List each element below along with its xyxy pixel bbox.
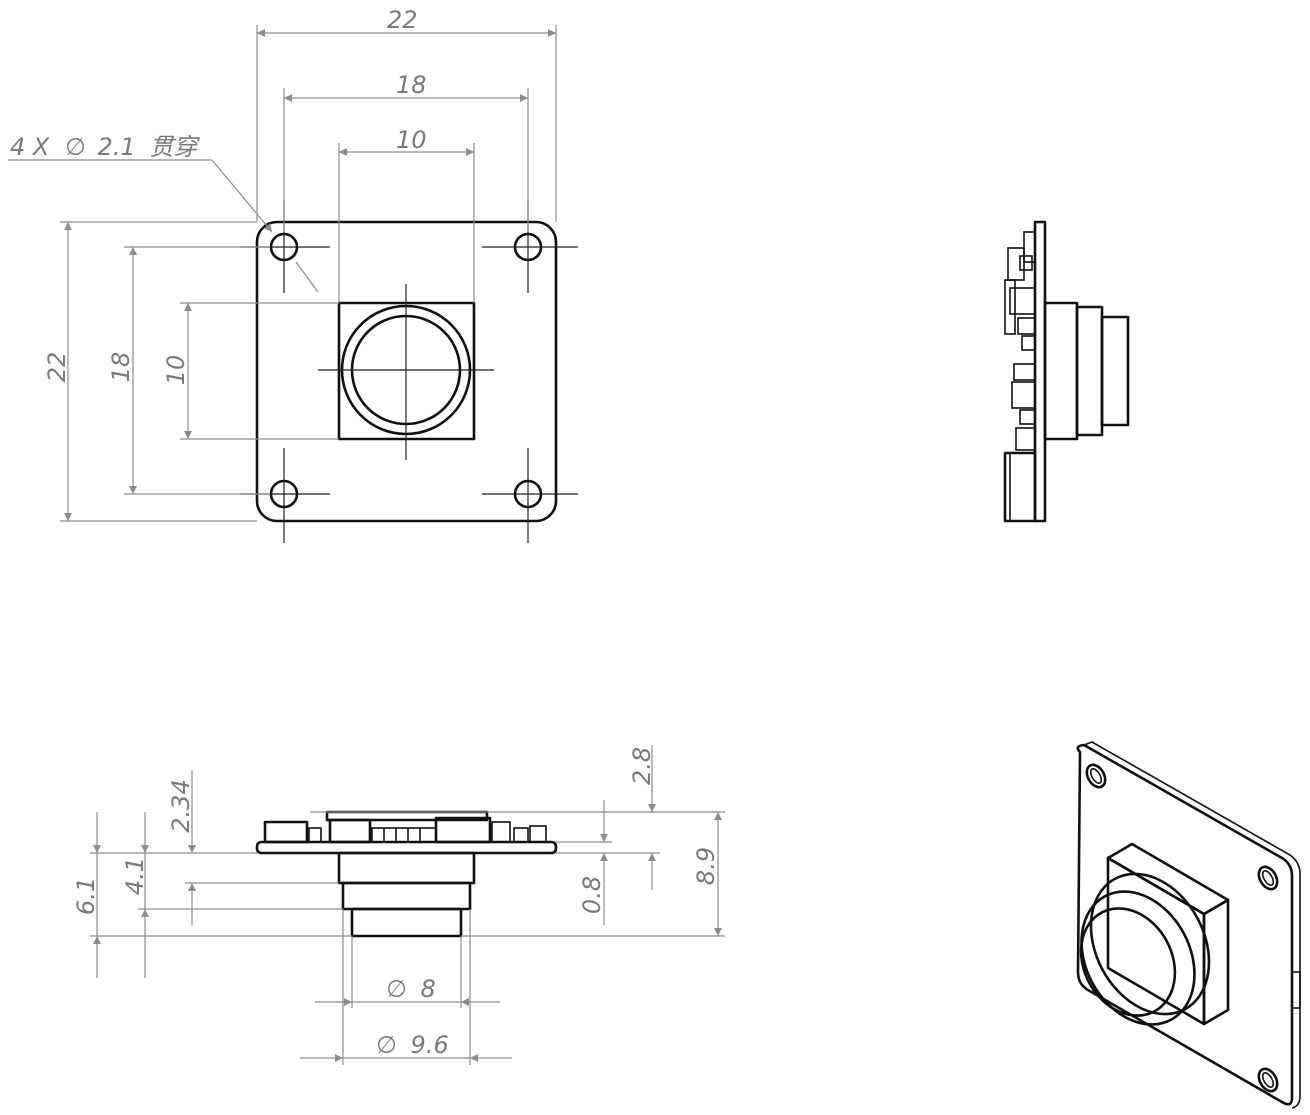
- dim-front-height-sensor: 10: [162, 355, 190, 386]
- iso-housing-front: [1106, 856, 1206, 1026]
- hole-callout-prefix: 4 X: [10, 133, 50, 161]
- dim-front-width-holes: 18: [396, 71, 427, 99]
- front-board-outline: [255, 220, 558, 523]
- bottom-lens-front: [350, 907, 463, 938]
- side-lens-front: [1100, 315, 1130, 427]
- bottom-top-components: [263, 810, 547, 844]
- dim-bottom-board-thickness: 0.8: [578, 876, 606, 914]
- dim-bottom-lens-upper: 4.1: [121, 857, 149, 895]
- side-lens-housing: [1043, 301, 1079, 441]
- lens-large-diameter-symbol: ∅: [376, 1031, 397, 1059]
- bottom-view-dimensions: 6.1 4.1 2.34 2.8 0.8 8.9 ∅ 8: [72, 745, 725, 1065]
- bottom-board: [255, 840, 558, 855]
- front-view: [240, 200, 578, 543]
- hole-callout-note: 贯穿: [149, 133, 200, 161]
- bottom-lens-barrel: [341, 881, 472, 911]
- dim-front-width-sensor: 10: [396, 126, 427, 154]
- iso-board-edge: [1083, 741, 1301, 1109]
- side-connector: [1003, 451, 1037, 523]
- dim-front-width-outer: 22: [387, 6, 418, 34]
- dim-bottom-total-left: 6.1: [72, 877, 100, 915]
- lens-small-diameter-symbol: ∅: [386, 975, 407, 1003]
- dim-bottom-right-top: 2.8: [628, 747, 656, 785]
- iso-hole-bottom-right: [1257, 1067, 1279, 1093]
- isometric-view: [1076, 741, 1301, 1109]
- side-components: [1003, 231, 1037, 523]
- dim-lens-large-diameter-text: ∅ 9.6: [376, 1031, 449, 1059]
- lens-large-diameter-value: 9.6: [411, 1031, 449, 1059]
- bottom-view: [255, 810, 558, 938]
- dim-lens-small-diameter-text: ∅ 8: [386, 975, 436, 1003]
- iso-lens-front: [1079, 907, 1177, 1017]
- iso-board-face: [1076, 743, 1294, 1106]
- dim-bottom-top-components: 2.34: [167, 779, 195, 832]
- iso-housing-top: [1106, 842, 1230, 916]
- lens-small-diameter-value: 8: [421, 975, 436, 1003]
- iso-connector: [1291, 971, 1301, 1009]
- side-board: [1033, 220, 1047, 523]
- dim-bottom-total-right: 8.9: [692, 847, 720, 885]
- dim-front-height-outer: 22: [43, 352, 71, 383]
- hole-callout-diameter: 2.1: [98, 133, 136, 161]
- hole-center-marks: [240, 200, 578, 543]
- side-view: [1003, 220, 1130, 523]
- iso-hole-top-right: [1257, 865, 1279, 891]
- bottom-sensor-housing: [337, 851, 476, 885]
- hole-callout-text: 4 X ∅ 2.1 贯穿: [10, 133, 200, 161]
- iso-hole-top-left: [1085, 763, 1107, 789]
- lens-center-mark: [318, 284, 494, 460]
- iso-lens-mid: [1080, 890, 1196, 1026]
- hole-callout-diameter-symbol: ∅: [65, 133, 86, 161]
- iso-lens-rear: [1089, 872, 1211, 1016]
- side-lens-barrel: [1075, 305, 1104, 437]
- iso-housing-side: [1202, 898, 1230, 1026]
- dim-front-height-holes: 18: [107, 352, 135, 383]
- front-view-dimensions: 22 18 10 22 18 10 4 X ∅ 2.1: [8, 6, 557, 522]
